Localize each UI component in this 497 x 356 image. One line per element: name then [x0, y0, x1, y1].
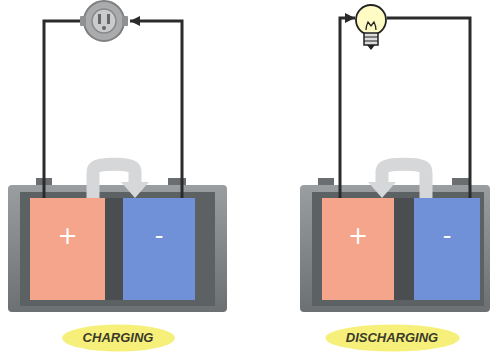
electrode-sign: - [155, 222, 164, 250]
battery-case [8, 178, 227, 312]
wire [44, 21, 80, 214]
wire [44, 18, 470, 214]
wire [130, 21, 182, 214]
charger-icon [80, 1, 128, 41]
flow-arrow [382, 164, 426, 198]
electrode-sign: + [348, 222, 368, 250]
electrode-sign: + [57, 222, 77, 250]
battery-case [300, 178, 490, 312]
negative-electrode: - [123, 198, 195, 300]
caption-ellipse: CHARGING [61, 324, 176, 352]
negative-electrode: - [414, 198, 480, 300]
ellipse-shape [325, 325, 459, 352]
electrode-sign: - [443, 222, 452, 250]
caption-text: DISCHARGING [346, 324, 438, 352]
flow-arrow [93, 164, 135, 198]
positive-electrode: + [322, 198, 394, 300]
ellipse-shape [62, 325, 175, 352]
bulb-icon [356, 5, 386, 50]
positive-electrode: + [30, 198, 105, 300]
caption-text: CHARGING [83, 324, 154, 352]
wire [340, 18, 355, 214]
caption-ellipse: DISCHARGING [324, 324, 461, 352]
